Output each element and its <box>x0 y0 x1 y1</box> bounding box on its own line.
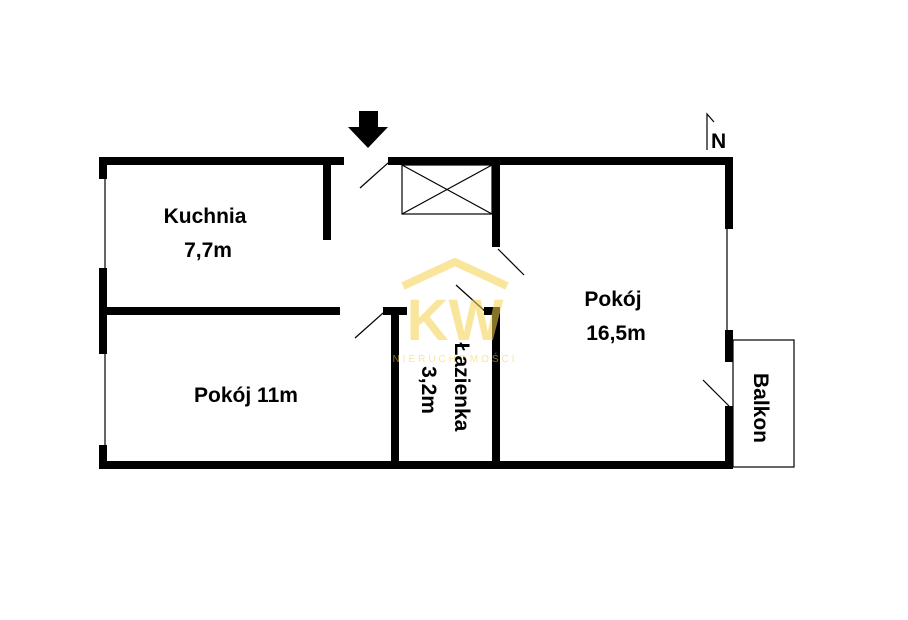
kitchen-name: Kuchnia <box>164 205 247 228</box>
watermark-logo: KW NIERUCHOMOŚCI <box>392 258 517 365</box>
large-room-area: 16,5m <box>586 322 646 345</box>
large-room-name: Pokój <box>584 288 641 311</box>
north-arrow-icon <box>706 112 715 150</box>
windows <box>104 179 728 445</box>
north-label: N <box>711 130 726 153</box>
door-swings <box>354 162 730 407</box>
interior-walls <box>105 163 500 467</box>
bathroom-name: Łazienka <box>450 343 473 432</box>
outer-walls <box>99 157 733 469</box>
bathroom-area: 3,2m <box>417 366 440 414</box>
watermark-subtext: NIERUCHOMOŚCI <box>392 352 517 365</box>
balcony-name: Balkon <box>749 373 772 443</box>
entrance-arrow-icon <box>348 111 388 148</box>
kitchen-area: 7,7m <box>184 239 232 262</box>
ventilation-shaft-icon <box>401 164 493 215</box>
small-room-label: Pokój 11m <box>194 384 298 407</box>
balcony <box>732 339 795 468</box>
watermark-text: KW <box>407 288 504 353</box>
